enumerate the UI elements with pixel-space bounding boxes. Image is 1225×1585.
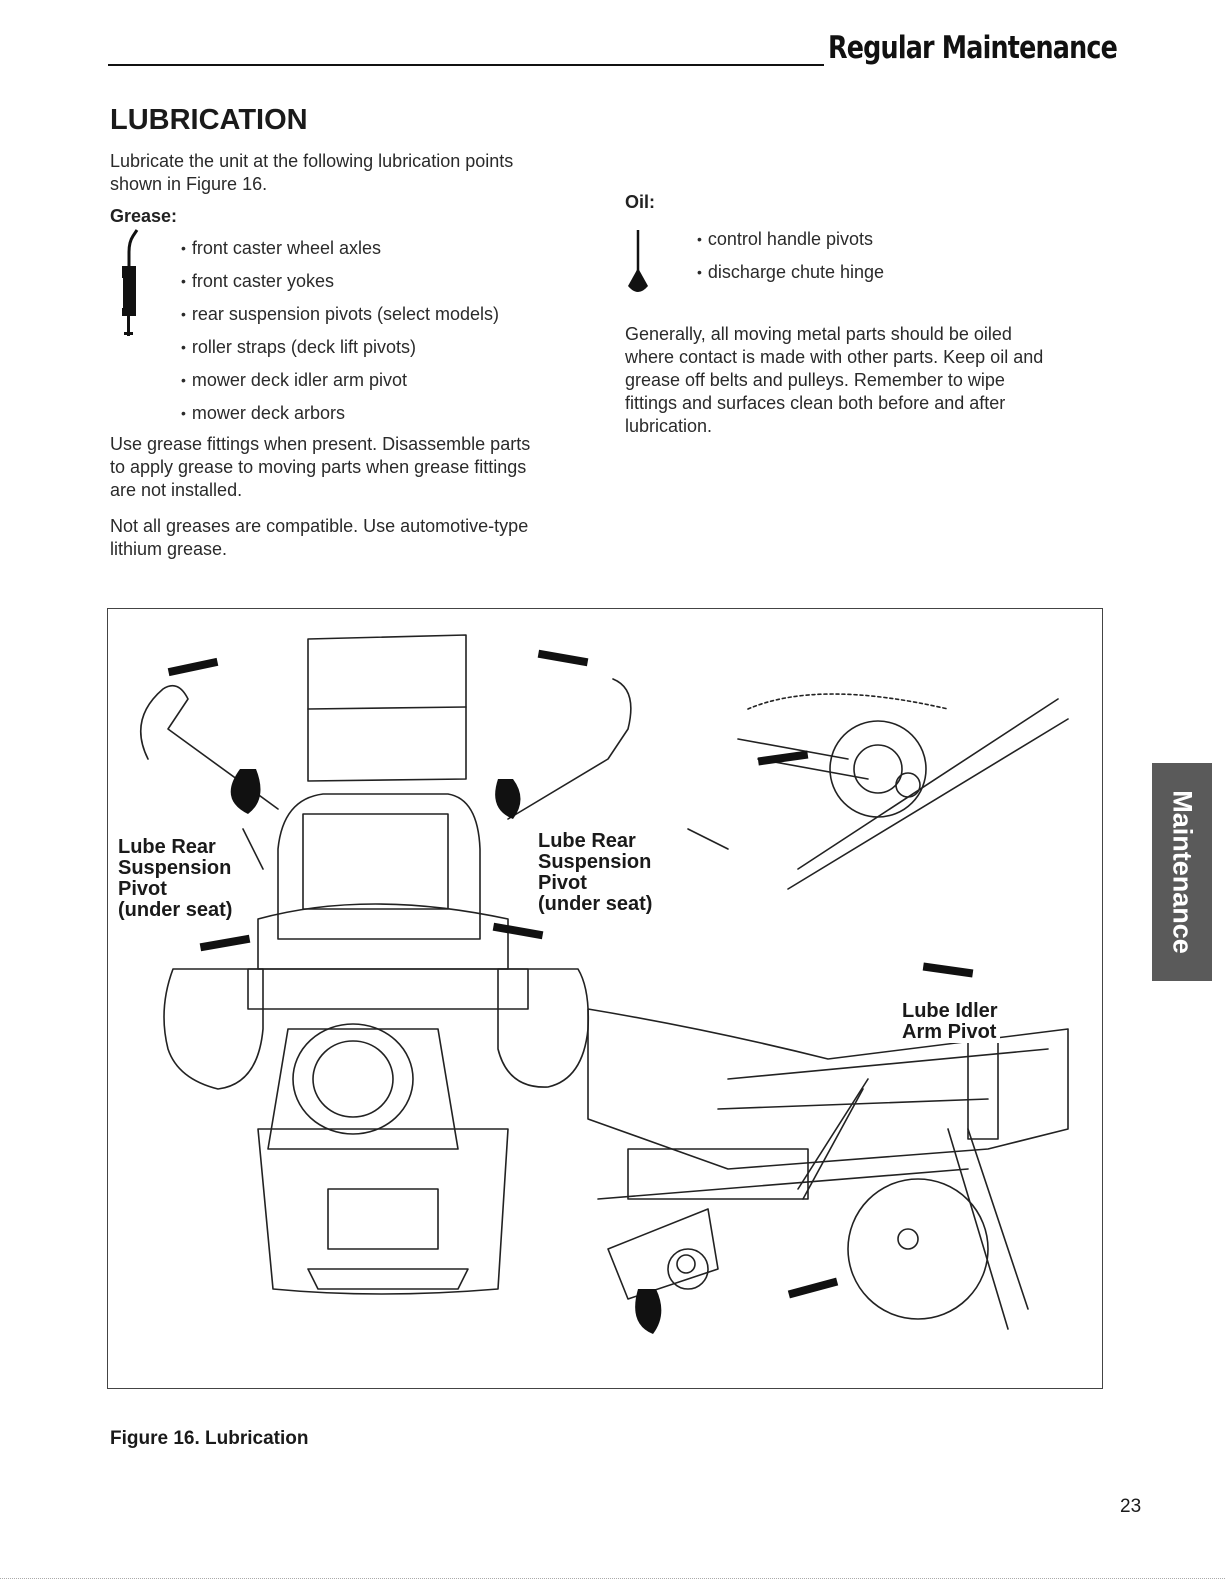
oil-note: Generally, all moving metal parts should…	[625, 323, 1043, 438]
footer-rule	[0, 1578, 1225, 1580]
figure-16: Lube Rear Suspension Pivot (under seat) …	[107, 608, 1103, 1389]
label-line: Arm Pivot	[902, 1021, 997, 1043]
text-line: Generally, all moving metal parts should…	[625, 324, 1012, 344]
oil-can-icon	[628, 230, 648, 292]
text-line: where contact is made with other parts. …	[625, 347, 1044, 367]
label-lube-idler: Lube Idler Arm Pivot	[900, 1001, 1000, 1043]
header-title: Regular Maintenance	[828, 30, 1118, 66]
mower-illustration	[140, 634, 1069, 1334]
page-number: 23	[1120, 1496, 1142, 1517]
intro-line-2: shown in Figure 16.	[110, 174, 268, 194]
grease-compat-note: Not all greases are compatible. Use auto…	[110, 515, 528, 561]
label-line: Pivot	[538, 872, 587, 894]
header-rule	[108, 64, 824, 66]
grease-item: front caster yokes	[181, 270, 499, 303]
grease-fitting-note: Use grease fittings when present. Disass…	[110, 433, 530, 502]
text-line: are not installed.	[110, 480, 243, 500]
oil-list: control handle pivots discharge chute hi…	[697, 228, 884, 294]
grease-fittings	[167, 649, 974, 1299]
grease-item: rear suspension pivots (select models)	[181, 303, 499, 336]
grease-item: mower deck idler arm pivot	[181, 369, 499, 402]
section-title: LUBRICATION	[110, 104, 308, 136]
oil-item: control handle pivots	[697, 228, 884, 261]
text-line: Not all greases are compatible. Use auto…	[110, 516, 529, 536]
figure-caption: Figure 16. Lubrication	[110, 1428, 309, 1449]
oil-points	[230, 769, 662, 1334]
intro-paragraph: Lubricate the unit at the following lubr…	[110, 150, 513, 196]
grease-heading: Grease:	[110, 206, 178, 226]
label-line: Pivot	[118, 878, 167, 900]
label-line: (under seat)	[538, 893, 653, 915]
label-line: Lube Idler	[902, 1000, 998, 1022]
grease-item: mower deck arbors	[181, 402, 499, 435]
grease-item: roller straps (deck lift pivots)	[181, 336, 499, 369]
text-line: lithium grease.	[110, 539, 228, 559]
text-line: to apply grease to moving parts when gre…	[110, 457, 527, 477]
side-tab-label: Maintenance	[1167, 790, 1198, 954]
label-line: Suspension	[118, 857, 232, 879]
section-side-tab: Maintenance	[1152, 763, 1212, 981]
label-line: (under seat)	[118, 899, 233, 921]
label-line: Suspension	[538, 851, 652, 873]
text-line: lubrication.	[625, 416, 713, 436]
intro-line-1: Lubricate the unit at the following lubr…	[110, 151, 514, 171]
grease-gun-icon	[120, 229, 139, 336]
label-line: Lube Rear	[118, 836, 216, 858]
grease-item: front caster wheel axles	[181, 237, 499, 270]
text-line: grease off belts and pulleys. Remember t…	[625, 370, 1005, 390]
text-line: Use grease fittings when present. Disass…	[110, 434, 531, 454]
label-line: Lube Rear	[538, 830, 636, 852]
oil-heading: Oil:	[625, 192, 655, 212]
grease-list: front caster wheel axles front caster yo…	[181, 237, 499, 435]
oil-item: discharge chute hinge	[697, 261, 884, 294]
label-lube-rear-right: Lube Rear Suspension Pivot (under seat)	[536, 830, 655, 915]
label-lube-rear-left: Lube Rear Suspension Pivot (under seat)	[116, 836, 235, 921]
text-line: fittings and surfaces clean both before …	[625, 393, 1006, 413]
